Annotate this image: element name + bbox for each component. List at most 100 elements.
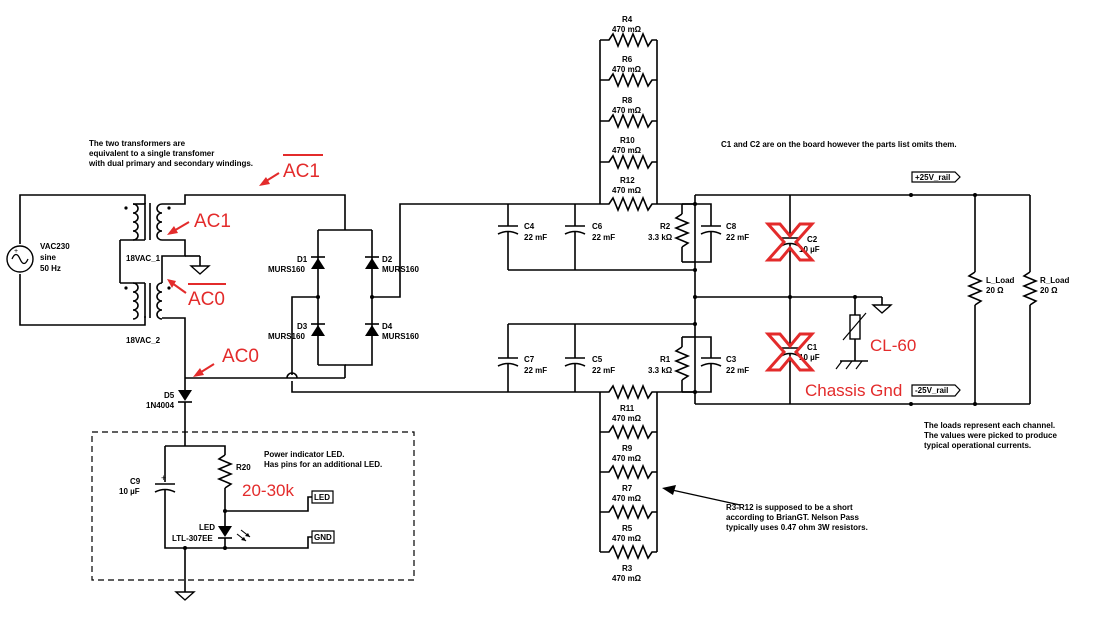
c9-value: 10 µF bbox=[119, 487, 140, 496]
svg-text:+: + bbox=[14, 248, 18, 255]
loads-note-line3: typical operational currents. bbox=[924, 441, 1031, 450]
net-label-led: LED bbox=[311, 490, 334, 504]
loads-note-line2: The values were picked to produce bbox=[924, 431, 1057, 440]
annotation-cl60: CL-60 bbox=[870, 336, 916, 355]
svg-text:-25V_rail: -25V_rail bbox=[915, 386, 948, 395]
annotation-ac0-bar: AC0 bbox=[167, 279, 226, 310]
pointer-arrow-icon bbox=[662, 485, 676, 495]
short-note-line1: R3-R12 is supposed to be a short bbox=[726, 503, 853, 512]
net-label-gnd: GND bbox=[311, 530, 335, 544]
c3-ref: C3 bbox=[726, 355, 737, 364]
led-ref: LED bbox=[199, 523, 215, 532]
led-circuit: + bbox=[91, 378, 415, 601]
svg-text:AC1: AC1 bbox=[283, 161, 320, 182]
bridge-rectifier bbox=[311, 229, 379, 366]
short-note-line3: typically uses 0.47 ohm 3W resistors. bbox=[726, 523, 868, 532]
r2-ref: R2 bbox=[660, 222, 671, 231]
r6-value: 470 mΩ bbox=[612, 65, 642, 74]
transformer-lower bbox=[124, 282, 171, 320]
transformer-note-line3: with dual primary and secondary windings… bbox=[88, 159, 253, 168]
r12-value: 470 mΩ bbox=[612, 186, 642, 195]
c1-omitted-x-icon bbox=[764, 332, 816, 372]
short-note-line2: according to BrianGT. Nelson Pass bbox=[726, 513, 859, 522]
c1-ref: C1 bbox=[807, 343, 818, 352]
c9-ref: C9 bbox=[130, 477, 141, 486]
c3-value: 22 mF bbox=[726, 366, 749, 375]
svg-text:+: + bbox=[161, 473, 166, 483]
r11-value: 470 mΩ bbox=[612, 414, 642, 423]
r20-ref: R20 bbox=[236, 463, 251, 472]
l-load-value: 20 Ω bbox=[986, 286, 1004, 295]
r-load-ref: R_Load bbox=[1040, 276, 1069, 285]
red-arrow-icon bbox=[259, 177, 270, 186]
transformer-label-lower: 18VAC_2 bbox=[126, 336, 161, 345]
transformer-note-line1: The two transformers are bbox=[89, 139, 186, 148]
led-part: LTL-307EE bbox=[172, 534, 213, 543]
d5-part: 1N4004 bbox=[146, 401, 175, 410]
r4-value: 470 mΩ bbox=[612, 25, 642, 34]
c1c2-note: C1 and C2 are on the board however the p… bbox=[721, 140, 957, 149]
d3-part: MURS160 bbox=[268, 332, 305, 341]
r3-ref: R3 bbox=[622, 564, 633, 573]
c7-ref: C7 bbox=[524, 355, 535, 364]
d1-part: MURS160 bbox=[268, 265, 305, 274]
rails bbox=[673, 193, 1039, 406]
red-arrow-icon bbox=[167, 279, 176, 288]
r7-value: 470 mΩ bbox=[612, 494, 642, 503]
annotation-ac0: AC0 bbox=[193, 346, 259, 377]
c4-value: 22 mF bbox=[524, 233, 547, 242]
d3-ref: D3 bbox=[297, 322, 308, 331]
annotation-ac1: AC1 bbox=[167, 211, 231, 235]
r4-ref: R4 bbox=[622, 15, 633, 24]
r6-ref: R6 bbox=[622, 55, 633, 64]
c2-ref: C2 bbox=[807, 235, 818, 244]
ac-source: + VAC230 sine 50 Hz bbox=[6, 194, 146, 326]
r7-ref: R7 bbox=[622, 484, 633, 493]
r12-ref: R12 bbox=[620, 176, 635, 185]
r9-ref: R9 bbox=[622, 444, 633, 453]
r1-ref: R1 bbox=[660, 355, 671, 364]
l-load-ref: L_Load bbox=[986, 276, 1015, 285]
svg-text:LED: LED bbox=[314, 493, 330, 502]
source-name: VAC230 bbox=[40, 242, 70, 251]
annotation-ac1-bar: AC1 bbox=[259, 154, 323, 186]
d2-ref: D2 bbox=[382, 255, 393, 264]
c2-omitted-x-icon bbox=[764, 222, 816, 262]
svg-text:GND: GND bbox=[314, 533, 332, 542]
net-label-neg-rail: -25V_rail bbox=[911, 384, 961, 397]
resistor-ladder-bottom bbox=[599, 383, 695, 561]
r2-value: 3.3 kΩ bbox=[648, 233, 673, 242]
r8-ref: R8 bbox=[622, 96, 633, 105]
r10-value: 470 mΩ bbox=[612, 146, 642, 155]
svg-text:AC1: AC1 bbox=[194, 211, 231, 232]
c7-value: 22 mF bbox=[524, 366, 547, 375]
c6-ref: C6 bbox=[592, 222, 603, 231]
d5-ref: D5 bbox=[164, 391, 175, 400]
led-note-line1: Power indicator LED. bbox=[264, 450, 344, 459]
r3-value: 470 mΩ bbox=[612, 574, 642, 583]
d4-part: MURS160 bbox=[382, 332, 419, 341]
c5-ref: C5 bbox=[592, 355, 603, 364]
c8-ref: C8 bbox=[726, 222, 737, 231]
c4-ref: C4 bbox=[524, 222, 535, 231]
c6-value: 22 mF bbox=[592, 233, 615, 242]
c5-value: 22 mF bbox=[592, 366, 615, 375]
ground-icon bbox=[174, 591, 196, 601]
annotation-chassis-gnd: Chassis Gnd bbox=[805, 381, 902, 400]
r10-ref: R10 bbox=[620, 136, 635, 145]
annotation-r20-value: 20-30k bbox=[242, 481, 294, 500]
c8-value: 22 mF bbox=[726, 233, 749, 242]
r9-value: 470 mΩ bbox=[612, 454, 642, 463]
r-load-value: 20 Ω bbox=[1040, 286, 1058, 295]
red-arrow-icon bbox=[167, 226, 178, 235]
d1-ref: D1 bbox=[297, 255, 308, 264]
r1-value: 3.3 kΩ bbox=[648, 366, 673, 375]
c1-value: 10 µF bbox=[799, 353, 820, 362]
led-note-line2: Has pins for an additional LED. bbox=[264, 460, 382, 469]
svg-text:+25V_rail: +25V_rail bbox=[915, 173, 950, 182]
c2-value: 10 µF bbox=[799, 245, 820, 254]
loads-note-line1: The loads represent each channel. bbox=[924, 421, 1055, 430]
r11-ref: R11 bbox=[620, 404, 635, 413]
svg-text:AC0: AC0 bbox=[188, 289, 225, 310]
